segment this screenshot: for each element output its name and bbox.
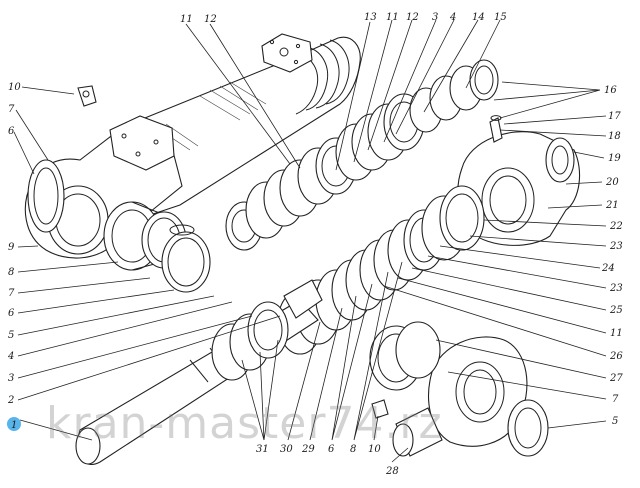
callout: 10	[8, 82, 21, 93]
callout: 18	[608, 131, 621, 142]
callout: 8	[350, 444, 356, 455]
piston-rod	[75, 279, 323, 465]
left-bushings	[103, 201, 211, 293]
callout: 11	[386, 12, 399, 23]
callout: 6	[8, 126, 15, 137]
callout: 23	[609, 283, 623, 294]
callout: 13	[364, 12, 377, 23]
callout: 23	[609, 241, 623, 252]
callout: 3	[8, 373, 14, 384]
highlight-marker	[7, 417, 21, 431]
callout: 11	[610, 328, 623, 339]
callout: 19	[608, 153, 621, 164]
callout: 1	[11, 420, 17, 431]
callout: 8	[8, 267, 14, 278]
callout: 29	[301, 444, 315, 455]
callout: 14	[472, 12, 485, 23]
callout: 25	[609, 305, 623, 316]
callout: 20	[605, 177, 619, 188]
callout: 11	[180, 14, 193, 25]
callout: 26	[609, 351, 623, 362]
callout: 6	[328, 444, 335, 455]
callout: 24	[601, 263, 615, 274]
callout: 16	[604, 85, 617, 96]
callout: 21	[605, 200, 619, 211]
callout: 2	[7, 395, 14, 406]
watermark-text: kran-master74.rz	[46, 398, 443, 449]
callout: 4	[7, 351, 14, 362]
callout: 5	[612, 416, 618, 427]
callout: 7	[8, 288, 15, 299]
callout: 15	[494, 12, 507, 23]
callout: 30	[280, 444, 293, 455]
front-cap	[457, 115, 581, 246]
callout: 28	[385, 466, 399, 477]
cylinder-barrel	[122, 33, 361, 217]
callout: 31	[256, 444, 269, 455]
piston-seal-stack	[277, 185, 485, 355]
callout: 7	[612, 394, 619, 405]
callout-labels: 10 7 6 9 8 7 6 5 4 3 2 1 11 12 13 11 12 …	[7, 12, 623, 477]
rear-head-eye	[24, 85, 183, 259]
callout: 4	[449, 12, 456, 23]
rod-end-eye	[369, 321, 549, 457]
callout: 17	[608, 111, 621, 122]
callout: 12	[204, 14, 217, 25]
callout: 10	[368, 444, 381, 455]
callout: 22	[609, 221, 623, 232]
callout: 5	[8, 330, 14, 341]
callout: 6	[8, 308, 15, 319]
callout: 7	[8, 104, 15, 115]
callout: 12	[406, 12, 419, 23]
leader-lines	[13, 19, 607, 463]
callout: 27	[609, 373, 623, 384]
callout: 9	[8, 242, 15, 253]
callout: 3	[432, 12, 438, 23]
